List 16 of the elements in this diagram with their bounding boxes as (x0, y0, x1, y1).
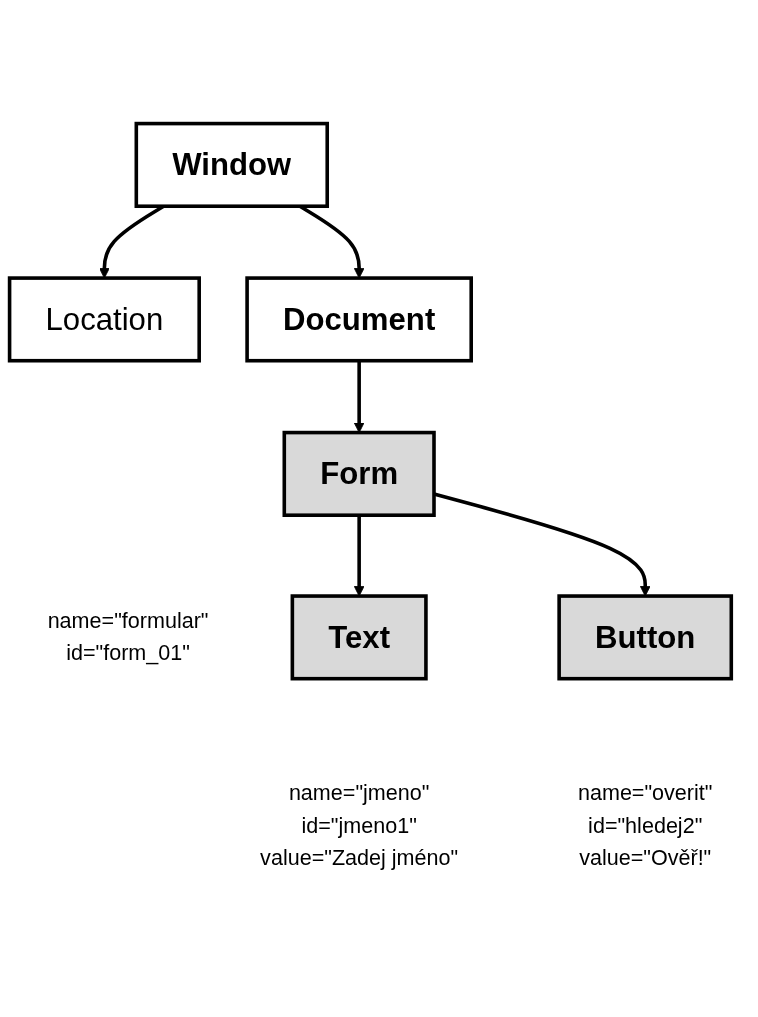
node-box: Window (134, 122, 329, 209)
node-label: name="formular" (47, 609, 209, 634)
node-box: Document (245, 276, 473, 363)
node-box: Button (557, 594, 734, 681)
node-label: value="Ověř!" (579, 846, 712, 871)
node-box: Text (290, 594, 428, 681)
node-box: Form (282, 431, 436, 518)
node-label: name="jmeno" (288, 781, 430, 806)
arrow (353, 515, 365, 597)
node-label: value="Zadej jméno" (260, 846, 459, 871)
node-label: name="overit" (577, 781, 713, 806)
node-label: id="hledej2" (588, 813, 703, 838)
node-label: id="jmeno1" (301, 813, 417, 838)
node-box: Location (7, 276, 201, 363)
arrow (353, 361, 365, 434)
node-label: id="form_01" (66, 641, 190, 666)
